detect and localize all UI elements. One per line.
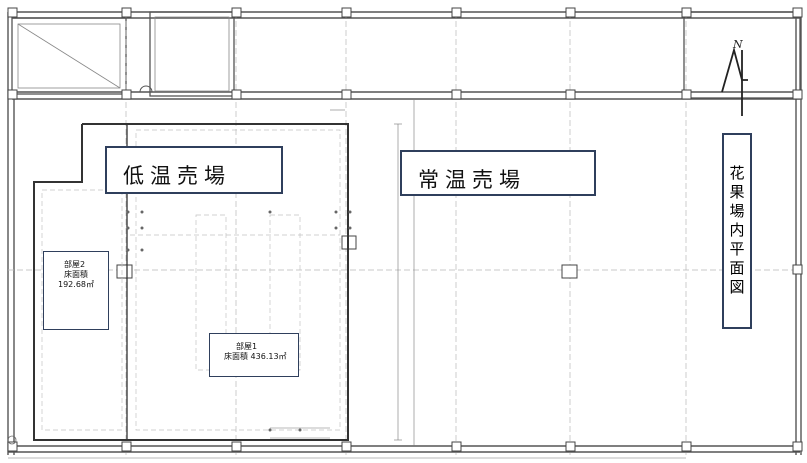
- dimension-lines: [8, 100, 686, 459]
- room-1-area-label: 床面積: [224, 352, 248, 361]
- room-2-label: 部屋2 床面積 192.68㎡: [43, 251, 109, 330]
- map-title-text: 花果場内平面図: [727, 164, 746, 298]
- north-label: N: [732, 38, 743, 51]
- outer-walls: [7, 11, 802, 455]
- top-left-rooms: [11, 11, 801, 99]
- room-2-area-label: 床面積: [64, 270, 88, 279]
- small-fixtures: [7, 210, 352, 445]
- low-temp-area-label: 低温売場: [105, 146, 283, 194]
- room-2-name: 部屋2: [64, 260, 86, 269]
- north-arrow: [721, 46, 748, 116]
- room-1-area-value: 436.13㎡: [250, 352, 287, 361]
- room-1-name: 部屋1: [236, 342, 258, 351]
- room-1-box: 部屋1 床面積 436.13㎡: [209, 333, 299, 377]
- normal-temp-area-label: 常温売場: [400, 150, 596, 196]
- normal-temp-area-text: 常温売場: [418, 168, 526, 192]
- columns: [7, 7, 803, 452]
- room-2-area-value: 192.68㎡: [58, 280, 94, 289]
- map-title: 花果場内平面図: [722, 133, 752, 329]
- column-grid: [8, 12, 800, 455]
- room-1-area: 床面積 436.13㎡: [224, 352, 294, 362]
- inner-dashed-zones: [41, 129, 341, 431]
- low-temp-area-text: 低温売場: [123, 164, 231, 188]
